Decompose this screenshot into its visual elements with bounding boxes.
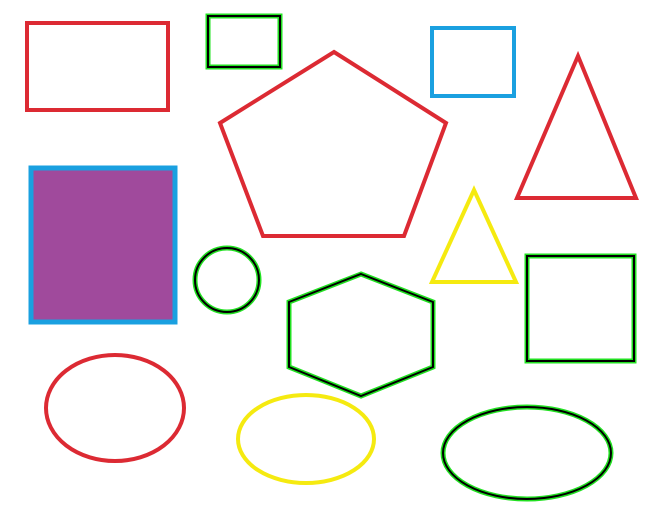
ellipse-green-outline xyxy=(440,404,614,502)
purple-square-blue-border xyxy=(28,165,178,325)
hexagon-green-outline xyxy=(286,271,436,399)
yellow-ellipse xyxy=(236,393,376,485)
small-circle-green-outline xyxy=(192,245,262,315)
red-triangle xyxy=(513,50,639,200)
red-pentagon xyxy=(217,49,449,238)
red-rectangle-top-left xyxy=(25,21,170,112)
small-rectangle-green-outline xyxy=(205,13,283,70)
square-green-outline xyxy=(524,253,637,364)
red-ellipse xyxy=(44,353,186,463)
blue-rectangle-top xyxy=(430,26,516,98)
yellow-triangle xyxy=(428,185,520,284)
